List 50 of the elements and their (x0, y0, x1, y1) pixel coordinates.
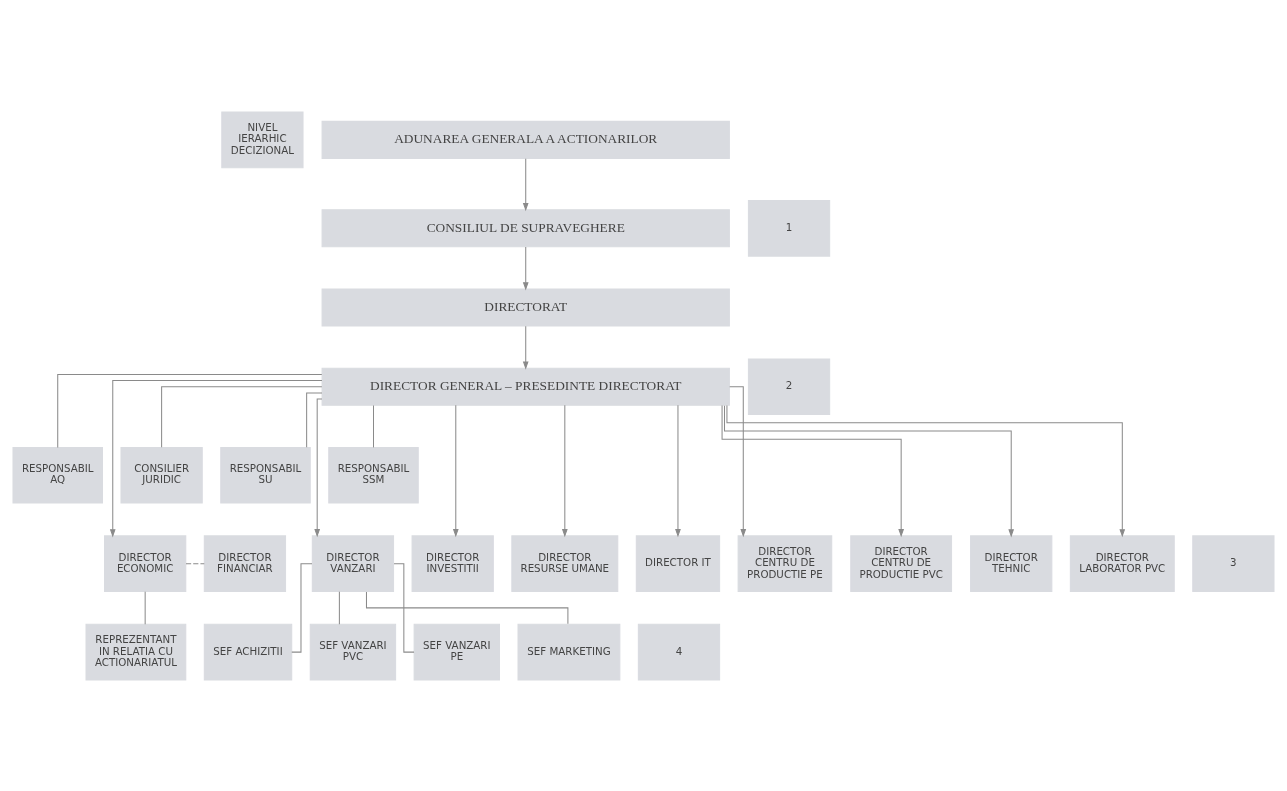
node-box: SEF MARKETING (517, 623, 621, 680)
node-box: DIRECTORAT (321, 288, 730, 327)
node-box: DIRECTOR IT (635, 534, 721, 592)
connector (338, 590, 340, 625)
connector (185, 562, 205, 564)
arrow (522, 157, 529, 211)
node-box: SEF VANZARI PE (413, 623, 500, 680)
arrow (452, 404, 459, 537)
node-box: SEF VANZARI PVC (309, 623, 397, 680)
node-box: DIRECTOR LABORATOR PVC (1069, 534, 1175, 592)
connector (365, 590, 569, 624)
node-box: REPREZENTANT IN RELATIA CU ACTIONARIATUL (85, 623, 187, 680)
node-box: RESPONSABIL SU (220, 446, 311, 503)
node-box: DIRECTOR ECONOMIC (104, 534, 187, 592)
arrow (522, 325, 529, 370)
node-box: ADUNAREA GENERALA A ACTIONARILOR (321, 120, 730, 159)
node-box: CONSILIER JURIDIC (120, 446, 203, 503)
node-box: RESPONSABIL AQ (12, 446, 103, 503)
connector (393, 562, 415, 653)
arrow (729, 385, 747, 537)
node-box: RESPONSABIL SSM (328, 446, 419, 503)
node-box: DIRECTOR GENERAL – PRESEDINTE DIRECTORAT (321, 367, 730, 406)
node-box: DIRECTOR RESURSE UMANE (511, 534, 619, 592)
arrow (724, 404, 1015, 537)
node-box: DIRECTOR INVESTITII (411, 534, 494, 592)
arrow (109, 379, 323, 537)
arrow (314, 398, 323, 537)
connector (144, 590, 146, 625)
arrow (561, 404, 568, 537)
arrow (522, 246, 529, 290)
node-box: DIRECTOR VANZARI (311, 534, 395, 592)
node-box: 3 (1192, 534, 1275, 592)
node-box: NIVEL IERARHIC DECIZIONAL (221, 111, 304, 168)
node-box: 1 (747, 199, 831, 257)
node-box: DIRECTOR CENTRU DE PRODUCTIE PE (737, 534, 833, 592)
connector (373, 404, 374, 448)
node-box: SEF ACHIZITII (203, 623, 293, 680)
node-box: DIRECTOR CENTRU DE PRODUCTIE PVC (850, 534, 953, 592)
arrow (721, 404, 905, 537)
node-box: DIRECTOR TEHNIC (970, 534, 1053, 592)
connector (306, 391, 323, 448)
arrow (726, 404, 1126, 537)
node-box: 4 (637, 623, 721, 680)
connector (161, 385, 323, 448)
arrow (675, 404, 681, 537)
node-box: DIRECTOR FINANCIAR (203, 534, 287, 592)
connector (291, 562, 313, 653)
node-box: CONSILIUL DE SUPRAVEGHERE (321, 208, 730, 247)
node-box: 2 (747, 357, 831, 415)
connector (57, 373, 323, 448)
